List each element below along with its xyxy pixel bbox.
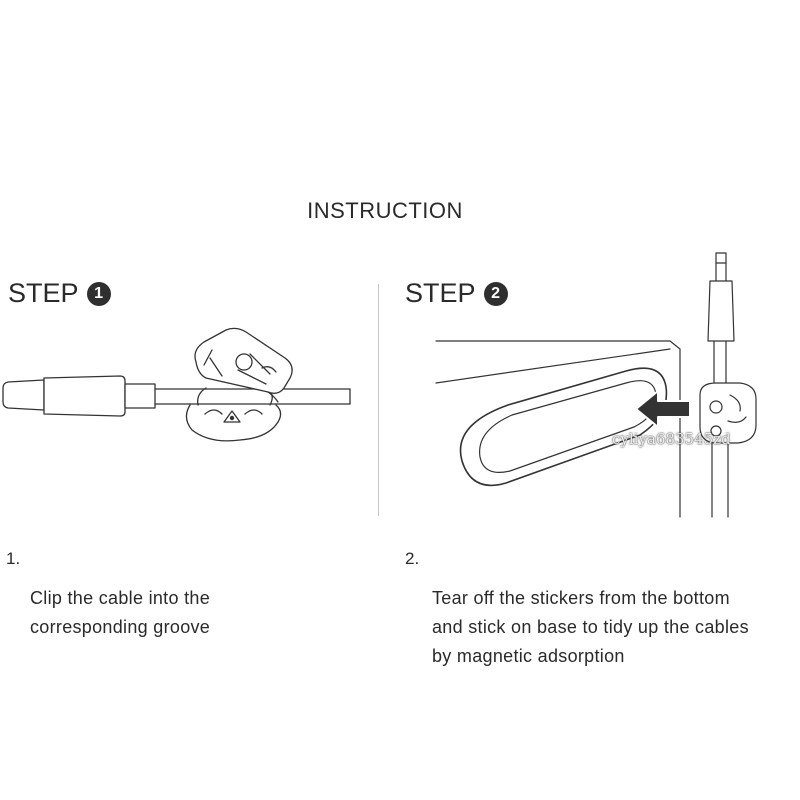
cable-plug (707, 252, 735, 342)
usb-plug-tip (2, 379, 45, 411)
cable (154, 388, 351, 405)
step-1-badge: 1 (86, 281, 111, 306)
arrow-left-icon (635, 390, 691, 428)
step-1-label: STEP (8, 278, 79, 308)
cable-clip (699, 382, 757, 444)
usb-strain-relief (124, 383, 156, 409)
step-1-description: Clip the cable into the corresponding gr… (30, 584, 370, 642)
usb-plug-body (43, 375, 126, 417)
magnetic-base-illustration (435, 252, 757, 518)
step-2-number: 2. (405, 549, 420, 568)
step-1-line: corresponding groove (30, 617, 211, 637)
step-2-line: Tear off the stickers from the bottom (432, 588, 730, 608)
cable-vertical (711, 304, 729, 518)
column-divider (378, 284, 379, 516)
watermark-text: cyliya683545zd (612, 430, 731, 448)
step-2-line: by magnetic adsorption (432, 646, 625, 666)
page-title: INSTRUCTION (307, 198, 463, 223)
step-2-badge: 2 (483, 281, 508, 306)
step-2-label: STEP (405, 278, 476, 308)
clip-base (185, 404, 282, 442)
step-1-number: 1. (6, 549, 21, 568)
step-2-heading: STEP 2 (405, 278, 508, 309)
step-2-description: Tear off the stickers from the bottom an… (432, 584, 800, 671)
step-1-line: Clip the cable into the (30, 588, 211, 608)
cable-clip-illustration (2, 327, 351, 442)
box-outline (435, 340, 681, 518)
step-2-line: and stick on base to tidy up the cables (432, 617, 749, 637)
magnetic-base-inner (479, 380, 657, 473)
step-1-heading: STEP 1 (8, 278, 111, 309)
